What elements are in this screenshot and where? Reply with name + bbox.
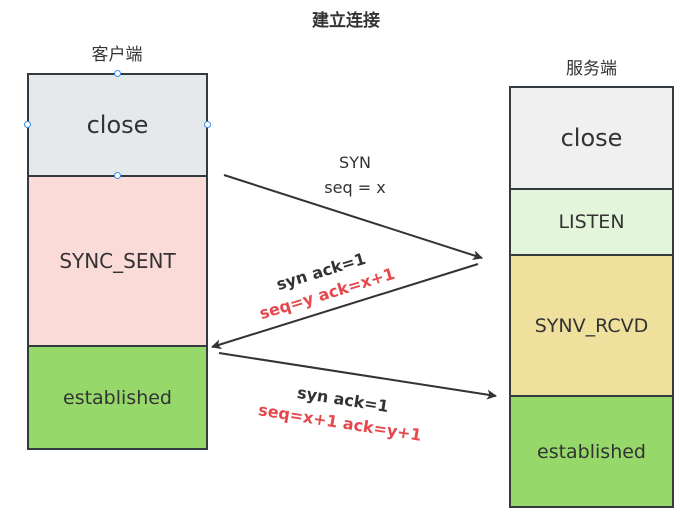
server-state-established-label: established <box>537 440 646 463</box>
client-label: 客户端 <box>91 45 143 65</box>
server-state-listen[interactable]: LISTEN <box>509 188 674 256</box>
client-state-close-label: close <box>86 111 149 139</box>
server-state-listen-label: LISTEN <box>558 211 625 233</box>
server-state-close-label: close <box>560 124 623 152</box>
client-state-sync-sent-label: SYNC_SENT <box>59 249 176 273</box>
arrow-syn-ack[interactable] <box>211 263 479 350</box>
msg1-line1: SYN <box>339 153 371 172</box>
diagram-title: 建立连接 <box>312 11 380 31</box>
arrow-syn[interactable] <box>223 174 483 261</box>
arrow-ack[interactable] <box>218 352 497 400</box>
server-state-established[interactable]: established <box>509 395 674 508</box>
client-state-close[interactable]: close <box>27 73 208 177</box>
server-state-synv-rcvd[interactable]: SYNV_RCVD <box>509 254 674 397</box>
resize-handle-top[interactable] <box>114 70 121 77</box>
server-state-close[interactable]: close <box>509 86 674 190</box>
client-state-established-label: established <box>63 386 172 409</box>
client-state-established[interactable]: established <box>27 345 208 450</box>
resize-handle-bottom[interactable] <box>114 172 121 179</box>
server-column: close LISTEN SYNV_RCVD established <box>509 86 674 508</box>
resize-handle-left[interactable] <box>24 121 31 128</box>
server-state-synv-rcvd-label: SYNV_RCVD <box>534 314 649 337</box>
client-column: close SYNC_SENT established <box>24 70 211 450</box>
server-label: 服务端 <box>566 59 617 79</box>
msg1-line2: seq = x <box>324 178 386 197</box>
resize-handle-right[interactable] <box>204 121 211 128</box>
